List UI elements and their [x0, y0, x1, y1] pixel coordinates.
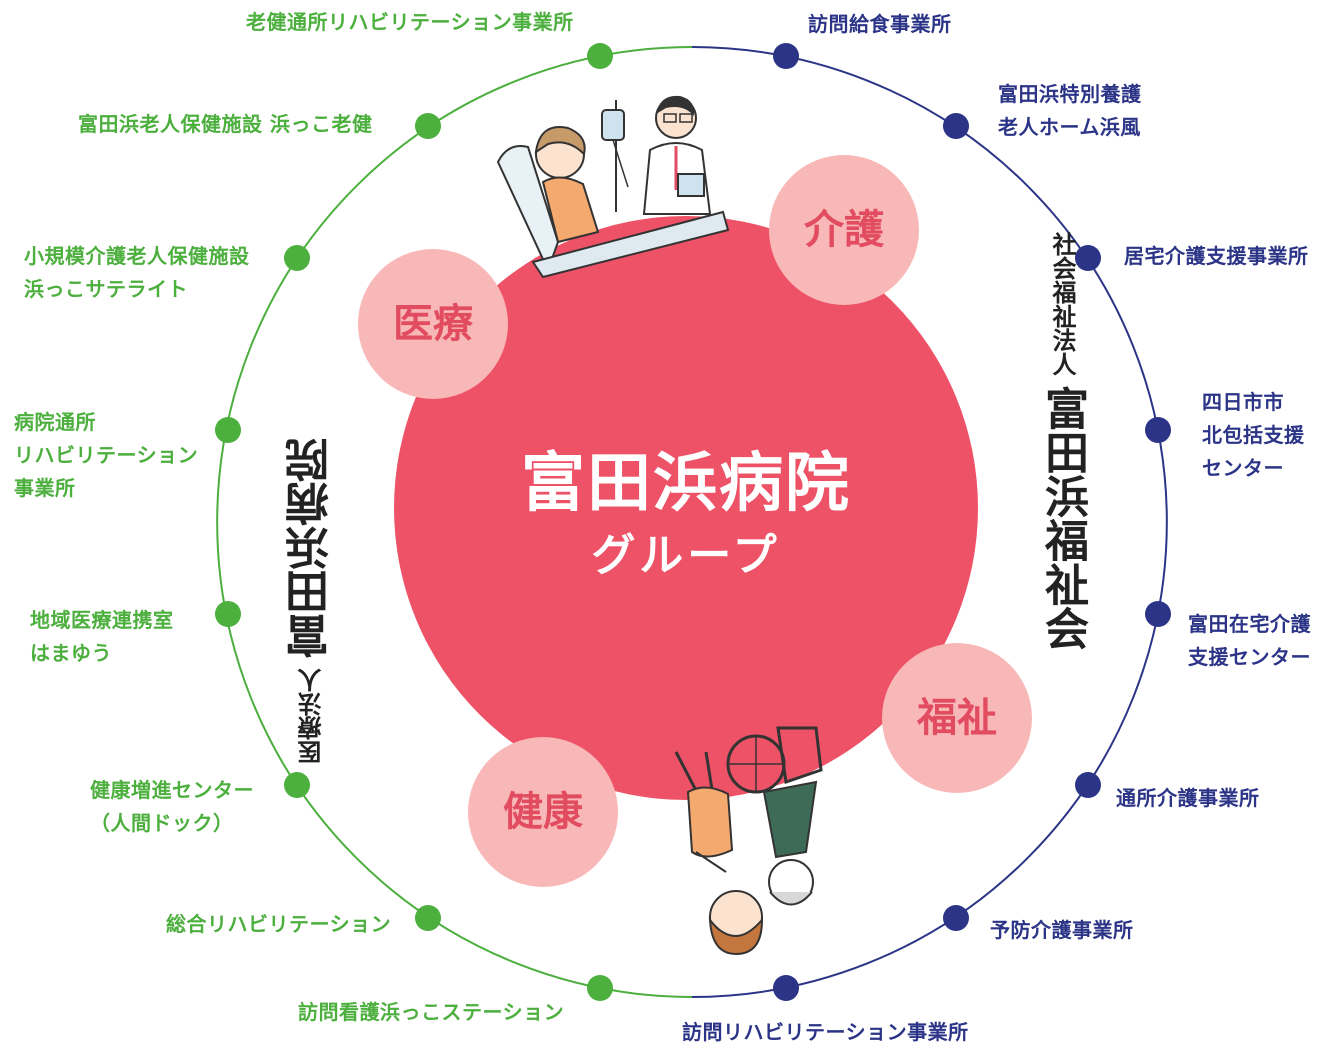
hospital-facility-dot	[215, 417, 241, 443]
hospital-facility-dot	[587, 975, 613, 1001]
pillar-label-health: 健康	[503, 789, 583, 835]
pillar-label-welfare: 福祉	[917, 695, 997, 741]
welfare-facility-dot	[1075, 245, 1101, 271]
pillar-circle-care	[769, 155, 919, 305]
center-title: 富田浜病院	[521, 447, 851, 521]
welfare-facility: 富田浜特別養護 老人ホーム浜風	[998, 82, 1142, 139]
hospital-facility: 健康増進センター （人間ドック）	[90, 778, 254, 835]
welfare-ring-arc	[691, 46, 1168, 998]
hospital-facility-dot	[215, 601, 241, 627]
center-subtitle: グループ	[591, 530, 781, 581]
pillar-circle-medical	[358, 249, 508, 399]
welfare-facility: 訪問リハビリテーション事業所	[682, 1020, 969, 1044]
elderly-wheelchair-illustration	[674, 726, 823, 956]
hospital-ring-arc	[216, 46, 693, 998]
welfare-facility: 居宅介護支援事業所	[1124, 244, 1309, 268]
welfare-facility-dot	[1075, 772, 1101, 798]
patient-and-doctor-illustration	[496, 95, 730, 279]
welfare-facility-dot	[943, 905, 969, 931]
hospital-facility: 小規模介護老人保健施設 浜っこサテライト	[24, 244, 250, 301]
hospital-org-name: 医療法人富田浜病院	[280, 424, 344, 764]
pillar-label-care: 介護	[804, 207, 884, 253]
pillar-circle-health	[468, 737, 618, 887]
welfare-facility: 通所介護事業所	[1116, 786, 1260, 810]
hospital-facility-dot	[587, 43, 613, 69]
welfare-org-name: 社会福祉法人富田浜福祉会	[1030, 232, 1094, 652]
hospital-facility: 病院通所 リハビリテーション 事業所	[14, 410, 199, 500]
hospital-facility: 地域医療連携室 はまゆう	[30, 608, 174, 665]
welfare-facility: 四日市市 北包括支援 センター	[1202, 390, 1305, 480]
hospital-facility: 総合リハビリテーション	[166, 912, 392, 936]
welfare-facility: 富田在宅介護 支援センター	[1188, 612, 1311, 669]
hospital-org-title: 富田浜病院	[286, 438, 337, 658]
pillar-circle-welfare	[882, 643, 1032, 793]
welfare-org-title: 富田浜福祉会	[1037, 386, 1088, 650]
hospital-facility: 老健通所リハビリテーション事業所	[246, 10, 574, 34]
welfare-facility-dot	[1145, 417, 1171, 443]
hospital-org-prefix: 医療法人	[298, 668, 326, 764]
hospital-facility-dot	[284, 772, 310, 798]
hospital-facility: 訪問看護浜っこステーション	[298, 1000, 565, 1024]
hospital-facility: 富田浜老人保健施設 浜っこ老健	[78, 112, 373, 136]
center-circle	[394, 216, 978, 800]
welfare-facility: 予防介護事業所	[990, 918, 1134, 942]
welfare-facility: 訪問給食事業所	[808, 12, 952, 36]
welfare-facility-dot	[1145, 601, 1171, 627]
hospital-facility-dot	[284, 245, 310, 271]
welfare-org-prefix: 社会福祉法人	[1048, 232, 1076, 376]
welfare-facility-dot	[773, 975, 799, 1001]
hospital-facility-dot	[415, 113, 441, 139]
hospital-facility-dot	[415, 905, 441, 931]
welfare-facility-dot	[773, 43, 799, 69]
welfare-facility-dot	[943, 113, 969, 139]
pillar-label-medical: 医療	[393, 301, 473, 347]
